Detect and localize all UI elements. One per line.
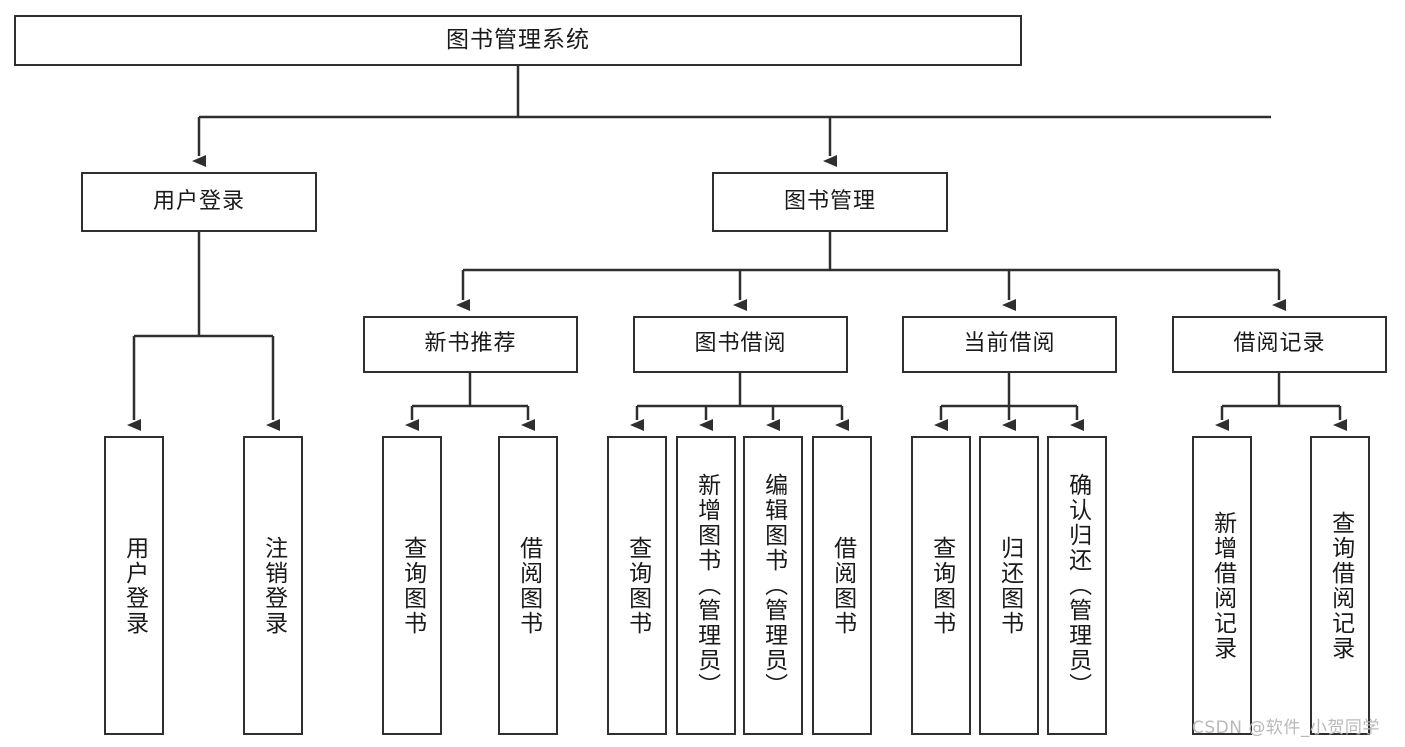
leaf-query-borrow-record[interactable]: 查询借阅记录: [1310, 436, 1370, 735]
leaf-borrow-book-recommend[interactable]: 借阅图书: [498, 436, 558, 735]
connector-new-book-to-leaves: [405, 373, 535, 431]
connector-borrow-record-to-leaves: [1215, 373, 1347, 431]
node-book-manage[interactable]: 图书管理: [712, 172, 948, 232]
connector-book-borrow-to-leaves: [630, 373, 849, 431]
leaf-user-login[interactable]: 用户登录: [104, 436, 164, 735]
leaf-query-book-borrow[interactable]: 查询图书: [607, 436, 667, 735]
csdn-watermark: CSDN @软件_小贺同学: [1192, 718, 1380, 738]
node-borrow-record[interactable]: 借阅记录: [1172, 316, 1387, 373]
leaf-query-book-recommend[interactable]: 查询图书: [382, 436, 442, 735]
node-book-borrow[interactable]: 图书借阅: [633, 316, 848, 373]
leaf-return-book[interactable]: 归还图书: [979, 436, 1039, 735]
connector-user-login-to-leaves: [127, 232, 280, 431]
node-root-book-management-system[interactable]: 图书管理系统: [14, 15, 1022, 66]
leaf-add-borrow-record[interactable]: 新增借阅记录: [1192, 436, 1252, 735]
leaf-add-book-admin[interactable]: 新增图书（管理员）: [676, 436, 736, 735]
node-user-login[interactable]: 用户登录: [81, 172, 317, 232]
connector-root-to-level1: [192, 66, 1271, 167]
leaf-borrow-book[interactable]: 借阅图书: [812, 436, 872, 735]
leaf-edit-book-admin[interactable]: 编辑图书（管理员）: [743, 436, 803, 735]
connector-current-borrow-to-leaves: [934, 373, 1084, 431]
node-new-book-recommend[interactable]: 新书推荐: [363, 316, 578, 373]
connector-book-manage-to-level2: [456, 232, 1286, 311]
leaf-logout-login[interactable]: 注销登录: [243, 436, 303, 735]
node-current-borrow[interactable]: 当前借阅: [902, 316, 1117, 373]
leaf-confirm-return-admin[interactable]: 确认归还（管理员）: [1047, 436, 1107, 735]
leaf-query-book-current[interactable]: 查询图书: [911, 436, 971, 735]
